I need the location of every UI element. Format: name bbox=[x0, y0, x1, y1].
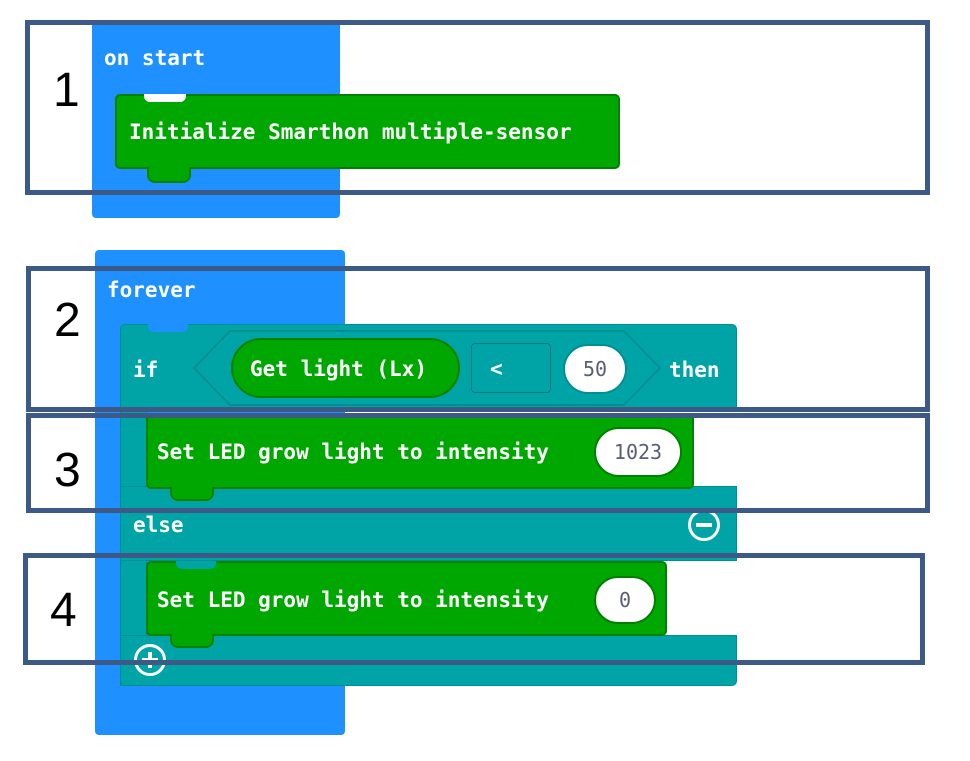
step-number-4: 4 bbox=[50, 584, 77, 637]
else-action-top-notch bbox=[176, 561, 216, 569]
if-top-notch bbox=[148, 324, 188, 332]
minus-circle-icon[interactable] bbox=[688, 509, 720, 541]
else-bottom-tab bbox=[170, 634, 214, 648]
then-action-label: Set LED grow light to intensity bbox=[157, 440, 549, 464]
else-row[interactable] bbox=[120, 486, 737, 561]
then-action-block[interactable]: Set LED grow light to intensity 1023 bbox=[146, 413, 694, 489]
else-action-label: Set LED grow light to intensity bbox=[157, 588, 549, 612]
get-light-block[interactable]: Get light (Lx) bbox=[231, 338, 460, 398]
if-else-block[interactable]: if Get light (Lx) < 50 then else bbox=[120, 324, 737, 686]
step-frame-1 bbox=[25, 20, 930, 195]
step-number-1: 1 bbox=[53, 64, 80, 117]
step-frame-2 bbox=[26, 266, 930, 412]
on-start-label: on start bbox=[104, 46, 206, 70]
initialize-sensor-label: Initialize Smarthon multiple-sensor bbox=[129, 120, 572, 144]
get-light-label: Get light (Lx) bbox=[250, 357, 428, 381]
else-intensity-input[interactable]: 0 bbox=[594, 576, 656, 624]
then-bottom-tab bbox=[170, 487, 214, 501]
if-label: if bbox=[133, 358, 159, 382]
initialize-bottom-tab bbox=[147, 167, 191, 183]
step-number-3: 3 bbox=[54, 444, 81, 497]
on-start-block[interactable]: on start Initialize Smarthon multiple-se… bbox=[92, 20, 620, 218]
else-intensity-value: 0 bbox=[618, 588, 632, 612]
else-action-block[interactable]: Set LED grow light to intensity 0 bbox=[146, 561, 667, 636]
else-label: else bbox=[133, 513, 184, 537]
then-label: then bbox=[669, 358, 720, 382]
forever-label: forever bbox=[107, 278, 196, 302]
step-number-2: 2 bbox=[54, 294, 81, 347]
step-frame-4 bbox=[23, 553, 925, 665]
operator-dropdown[interactable]: < bbox=[471, 343, 551, 393]
initialize-sensor-block[interactable]: Initialize Smarthon multiple-sensor bbox=[115, 94, 620, 169]
operator-label: < bbox=[490, 357, 503, 381]
then-intensity-input[interactable]: 1023 bbox=[594, 427, 682, 477]
threshold-value: 50 bbox=[582, 357, 608, 381]
threshold-input[interactable]: 50 bbox=[563, 344, 627, 394]
initialize-top-notch bbox=[144, 94, 186, 102]
then-intensity-value: 1023 bbox=[613, 440, 663, 464]
step-frame-3 bbox=[26, 413, 930, 513]
